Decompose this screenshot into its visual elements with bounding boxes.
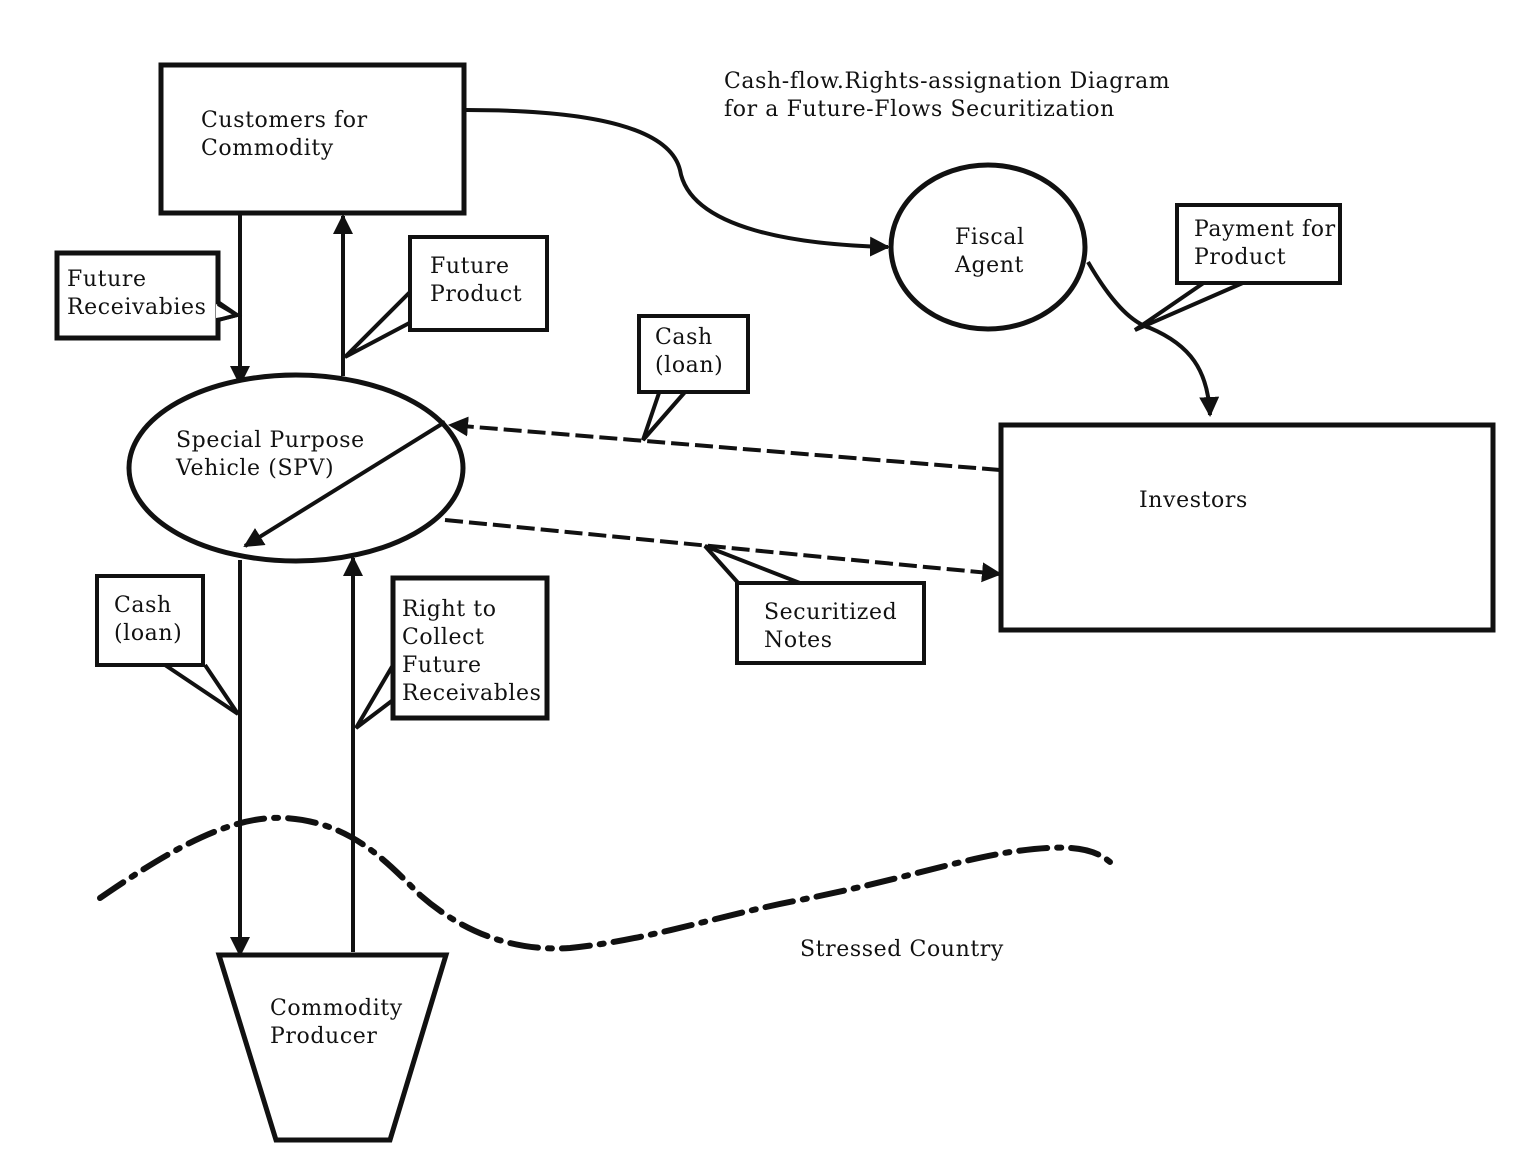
- customers-label-line-1: Customers for: [201, 108, 368, 133]
- right-to-collect-line-2: Collect: [402, 625, 485, 650]
- future-product-callout: Future Product: [343, 235, 549, 359]
- payment-for-product-line-2: Product: [1194, 245, 1286, 270]
- securitized-notes-line-2: Notes: [764, 628, 833, 653]
- producer-label-line-1: Commodity: [270, 996, 403, 1021]
- notes-to-investors-arrow: [444, 518, 1002, 583]
- customers-node: Customers for Commodity: [158, 62, 467, 216]
- future-receivables-callout: Future Receivabies: [54, 250, 243, 341]
- stressed-country-label: Stressed Country: [800, 937, 1004, 962]
- payment-for-product-line-1: Payment for: [1194, 217, 1336, 242]
- right-to-collect-line-3: Future: [402, 653, 482, 678]
- customers-to-fiscal-agent-arrow: [465, 108, 890, 257]
- future-product-line-1: Future: [430, 254, 510, 279]
- customers-label-line-2: Commodity: [201, 136, 334, 161]
- investors-node: Investors: [998, 422, 1496, 633]
- fiscal-agent-label-line-2: Agent: [954, 253, 1024, 278]
- right-to-collect-callout: Right to Collect Future Receivables: [354, 575, 550, 730]
- cash-loan-investors-line-1: Cash: [655, 325, 713, 350]
- diagram-title: Cash-flow.Rights-assignation Diagram for…: [724, 69, 1170, 122]
- future-product-line-2: Product: [430, 282, 522, 307]
- cash-loan-investors-line-2: (loan): [655, 353, 723, 378]
- title-line-2: for a Future-Flows Securitization: [724, 97, 1115, 122]
- title-line-1: Cash-flow.Rights-assignation Diagram: [724, 69, 1170, 94]
- cash-loan-producer-line-1: Cash: [114, 593, 172, 618]
- fiscal-agent-label-line-1: Fiscal: [955, 225, 1025, 250]
- securitized-notes-line-1: Securitized: [764, 600, 897, 625]
- cash-loan-producer-callout: Cash (loan): [95, 574, 240, 716]
- producer-node: Commodity Producer: [215, 952, 450, 1143]
- cash-loan-investors-callout: Cash (loan): [637, 314, 750, 442]
- payment-for-product-callout: Payment for Product: [1133, 203, 1342, 332]
- spv-node: Special Purpose Vehicle (SPV): [126, 372, 466, 564]
- investors-label: Investors: [1139, 488, 1248, 513]
- right-to-collect-line-1: Right to: [402, 597, 497, 622]
- right-to-collect-line-4: Receivables: [402, 681, 542, 706]
- investor-cash-to-spv-arrow: [448, 416, 1001, 472]
- fiscal-agent-to-investors-arrow: [1086, 260, 1220, 417]
- spv-label-line-1: Special Purpose: [176, 428, 365, 453]
- cash-loan-producer-line-2: (loan): [114, 621, 182, 646]
- producer-label-line-2: Producer: [270, 1024, 377, 1049]
- future-receivables-line-2: Receivabies: [67, 295, 207, 320]
- fiscal-agent-node: Fiscal Agent: [888, 162, 1088, 332]
- stressed-country-boundary: [97, 814, 1113, 952]
- spv-label-line-2: Vehicle (SPV): [175, 456, 334, 481]
- securitized-notes-callout: Securitized Notes: [703, 544, 926, 665]
- future-receivables-line-1: Future: [67, 267, 147, 292]
